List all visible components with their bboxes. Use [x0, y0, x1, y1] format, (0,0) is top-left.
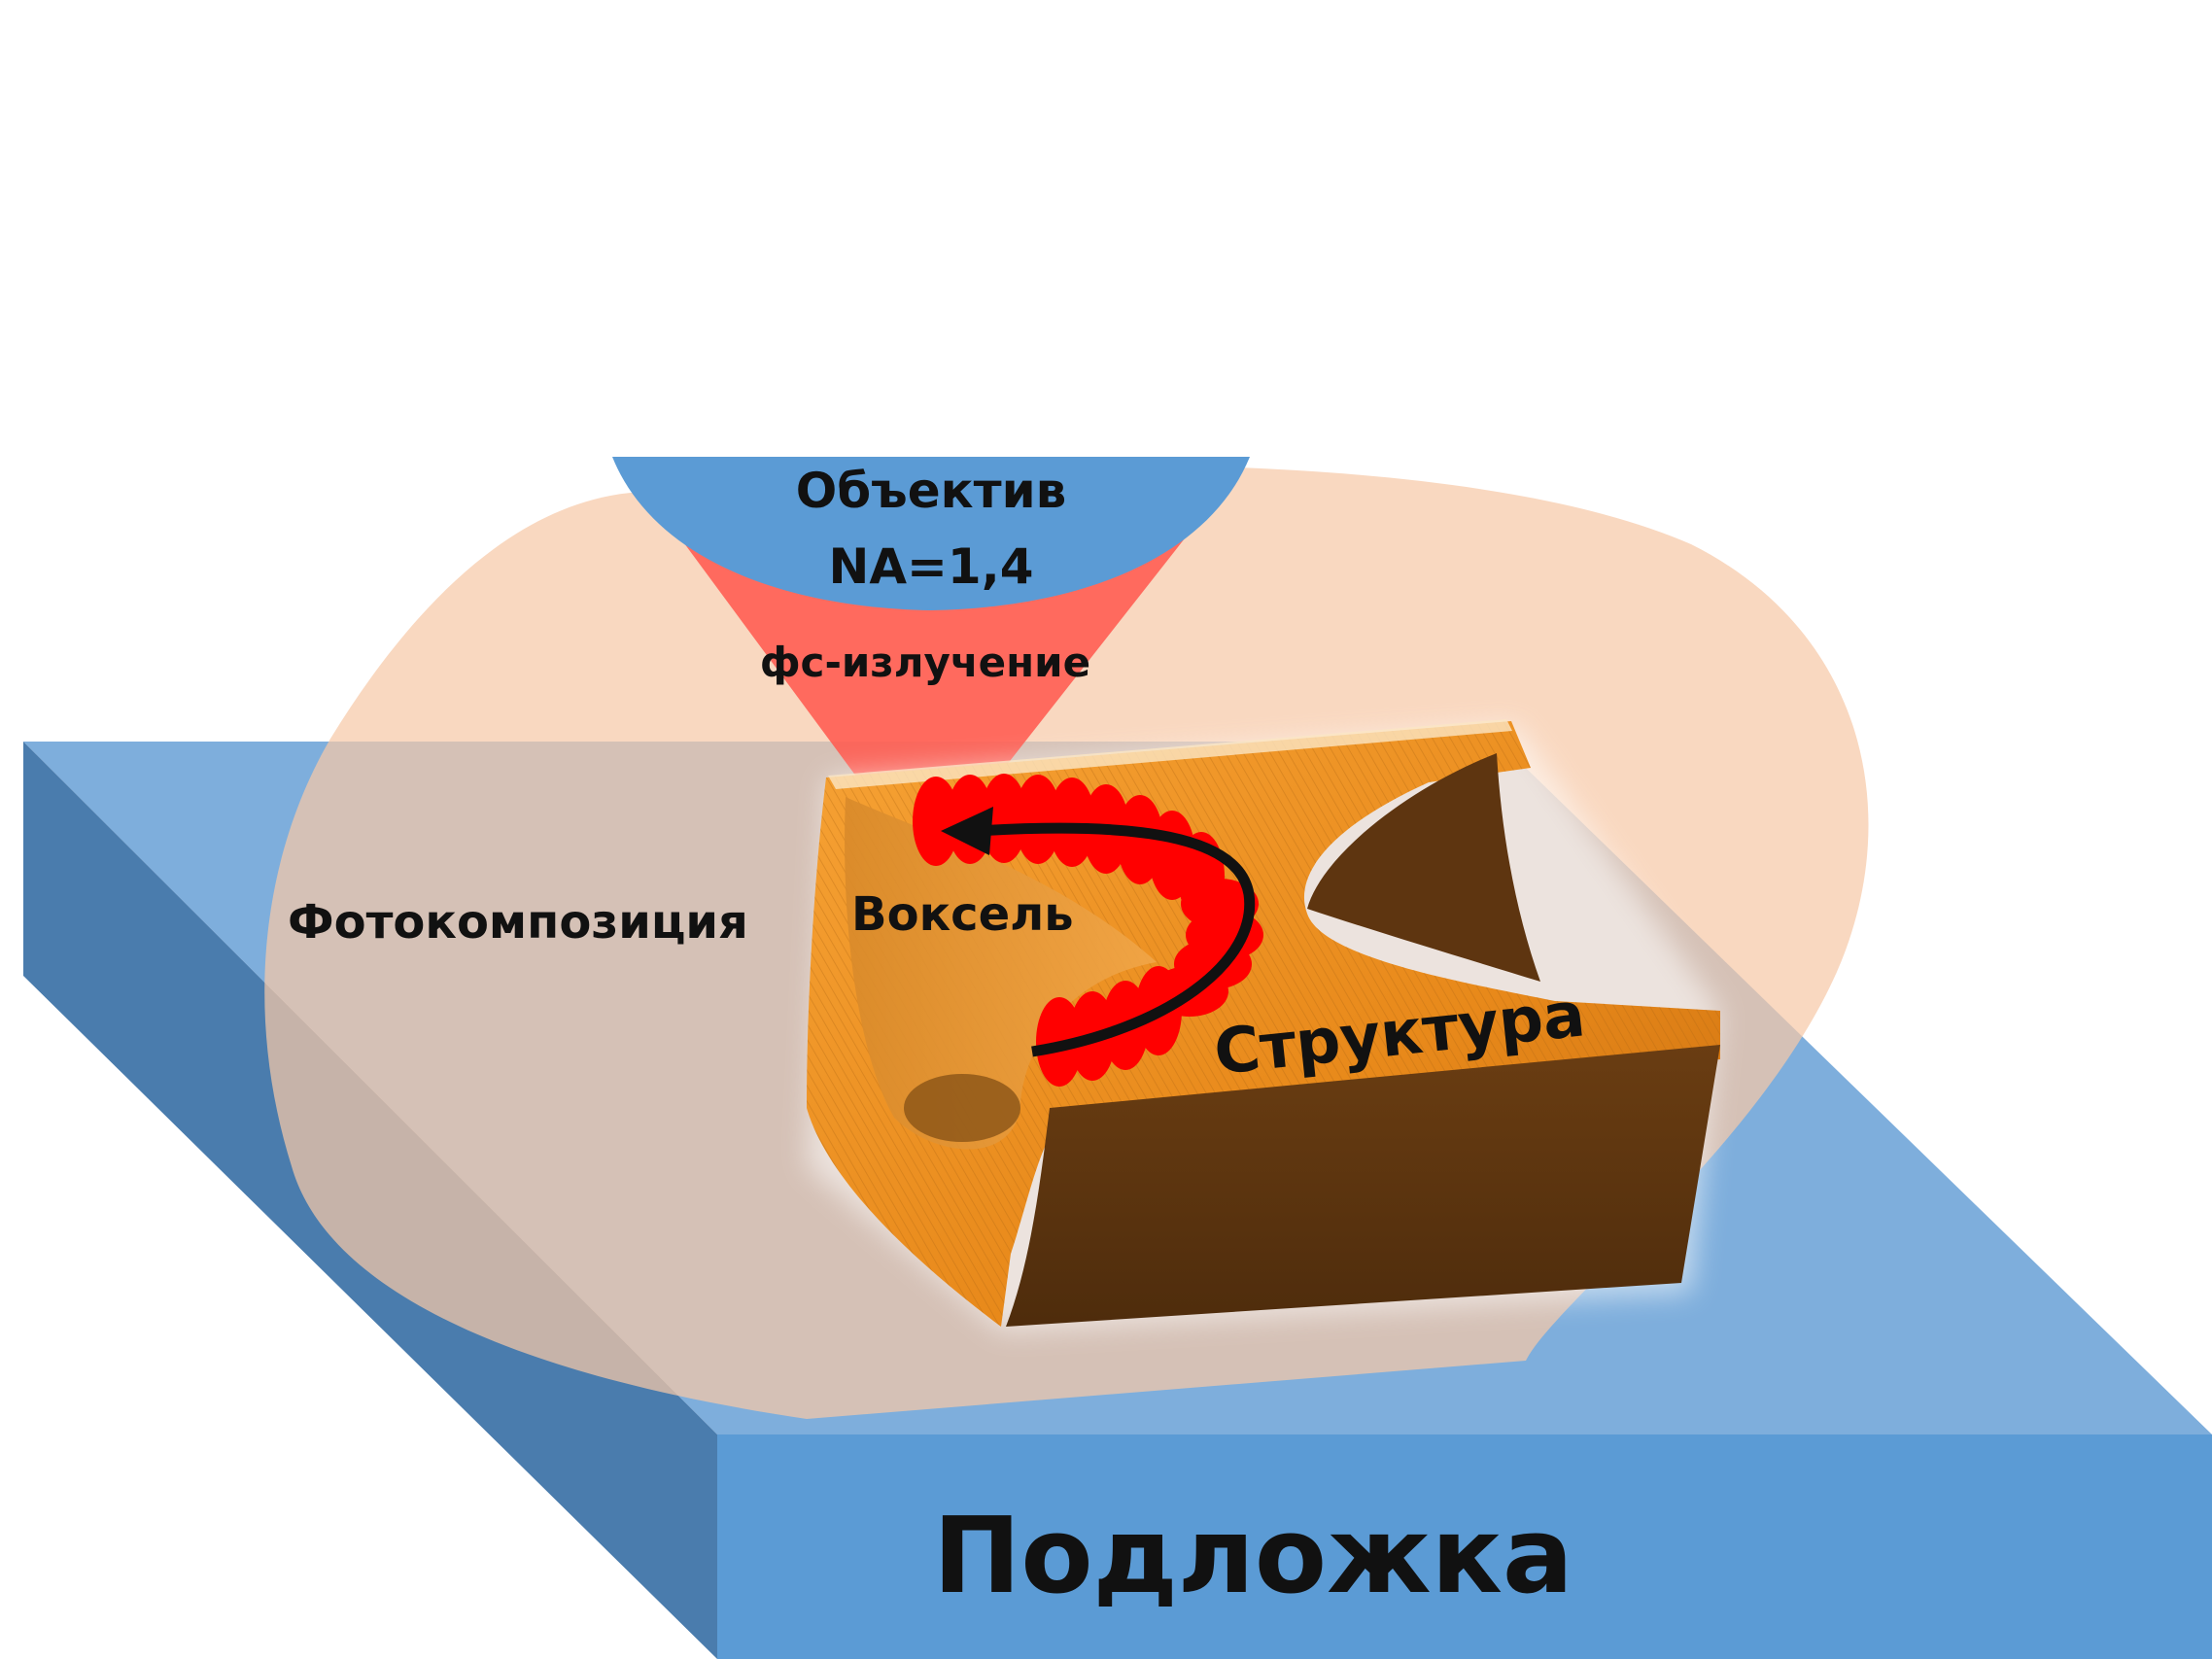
structure-top-rim — [828, 719, 1512, 789]
voxel — [981, 774, 1027, 863]
scan-path-arrow — [941, 807, 1256, 1057]
voxel — [913, 777, 959, 866]
voxel — [1015, 775, 1061, 864]
objective-label: Объектив — [796, 463, 1067, 519]
substrate-front-face — [717, 1434, 2212, 1659]
arrow-head — [941, 807, 993, 855]
fs-beam-cone — [671, 525, 1195, 821]
structure-right-cavity — [1307, 753, 1540, 982]
objective-lens — [612, 457, 1250, 610]
structure-left-concave — [845, 797, 1157, 1150]
structure — [807, 719, 1720, 1331]
arrow-curve — [976, 822, 1256, 1057]
voxel — [1049, 778, 1095, 867]
structure-front-wall — [1006, 1045, 1720, 1327]
fs-radiation-label: фс-излучение — [760, 639, 1090, 686]
photocomposition-label: Фотокомпозиция — [288, 895, 748, 950]
voxel-label: Воксель — [851, 887, 1074, 942]
structure-hole-bottom — [904, 1074, 1020, 1142]
objective-na-label: NA=1,4 — [828, 538, 1033, 595]
substrate-label: Подложка — [933, 1496, 1573, 1617]
